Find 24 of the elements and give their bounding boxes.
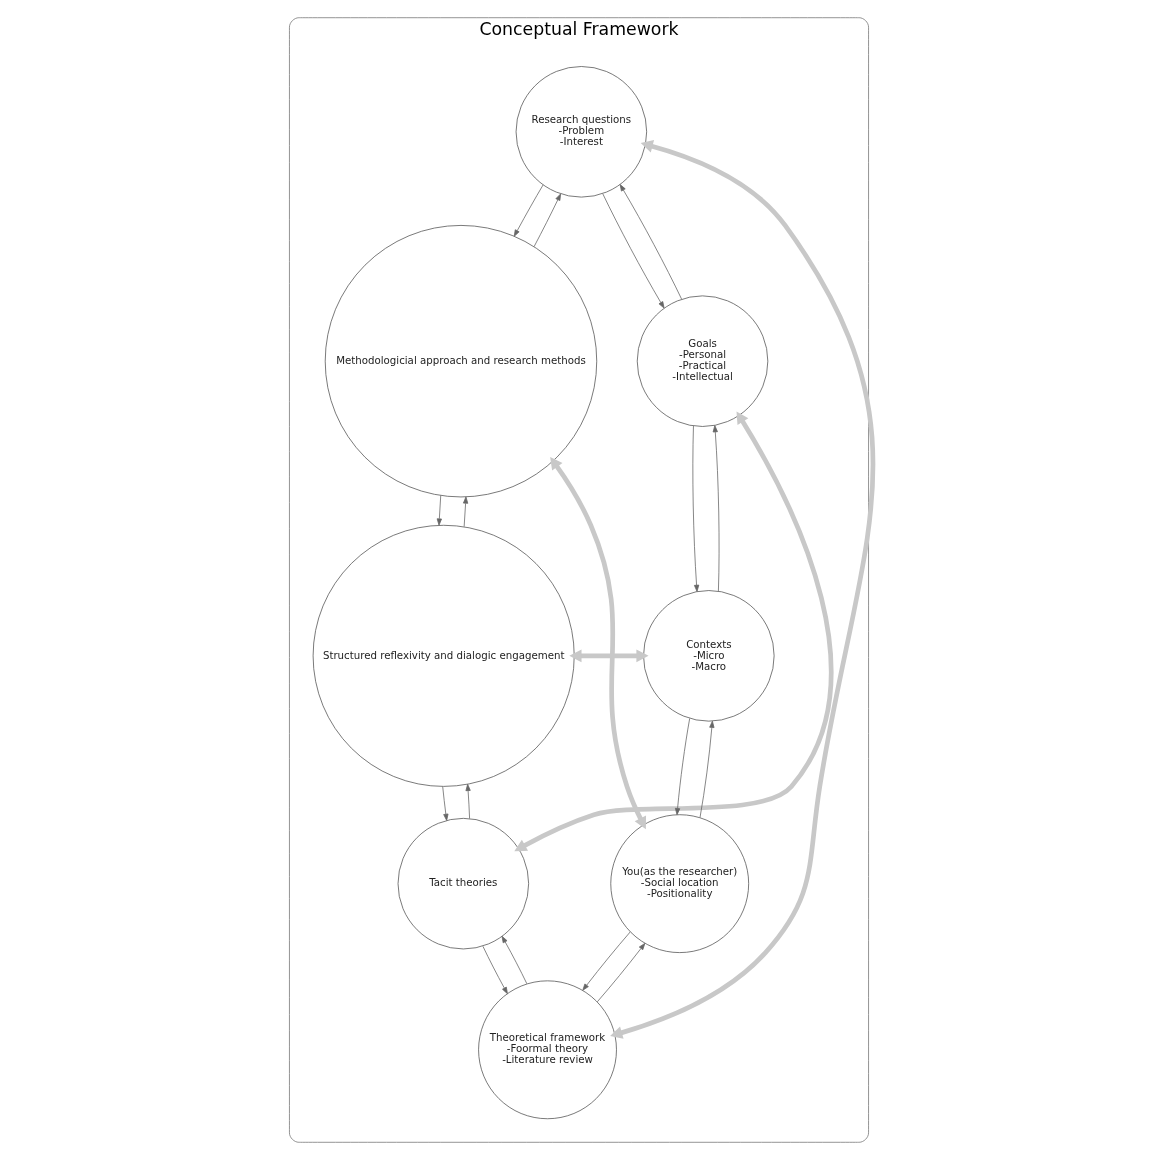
node-circle: Structured reflexivity and dialogic engagement bbox=[312, 524, 575, 787]
arrow bbox=[465, 783, 471, 819]
arrow bbox=[596, 943, 645, 1003]
arrow bbox=[619, 184, 682, 300]
arrow bbox=[436, 495, 442, 526]
arrow bbox=[691, 425, 699, 592]
arrow bbox=[513, 411, 833, 852]
arrow bbox=[513, 184, 544, 237]
arrow bbox=[581, 931, 631, 991]
arrow bbox=[674, 718, 690, 816]
arrow bbox=[609, 140, 875, 1039]
arrow bbox=[549, 456, 646, 830]
arrow bbox=[712, 425, 719, 592]
arrow bbox=[482, 945, 508, 995]
arrow bbox=[441, 786, 448, 821]
arrow bbox=[699, 720, 714, 819]
node-circle: Research questions -Problem -Interest bbox=[515, 66, 647, 198]
arrow bbox=[462, 496, 468, 528]
node-circle: Contexts -Micro -Macro bbox=[642, 590, 775, 722]
arrow bbox=[533, 193, 561, 248]
arrow bbox=[568, 649, 649, 663]
arrow bbox=[601, 193, 664, 309]
arrow bbox=[501, 935, 527, 985]
node-circle: Methodologicial approach and research methods bbox=[324, 225, 597, 498]
